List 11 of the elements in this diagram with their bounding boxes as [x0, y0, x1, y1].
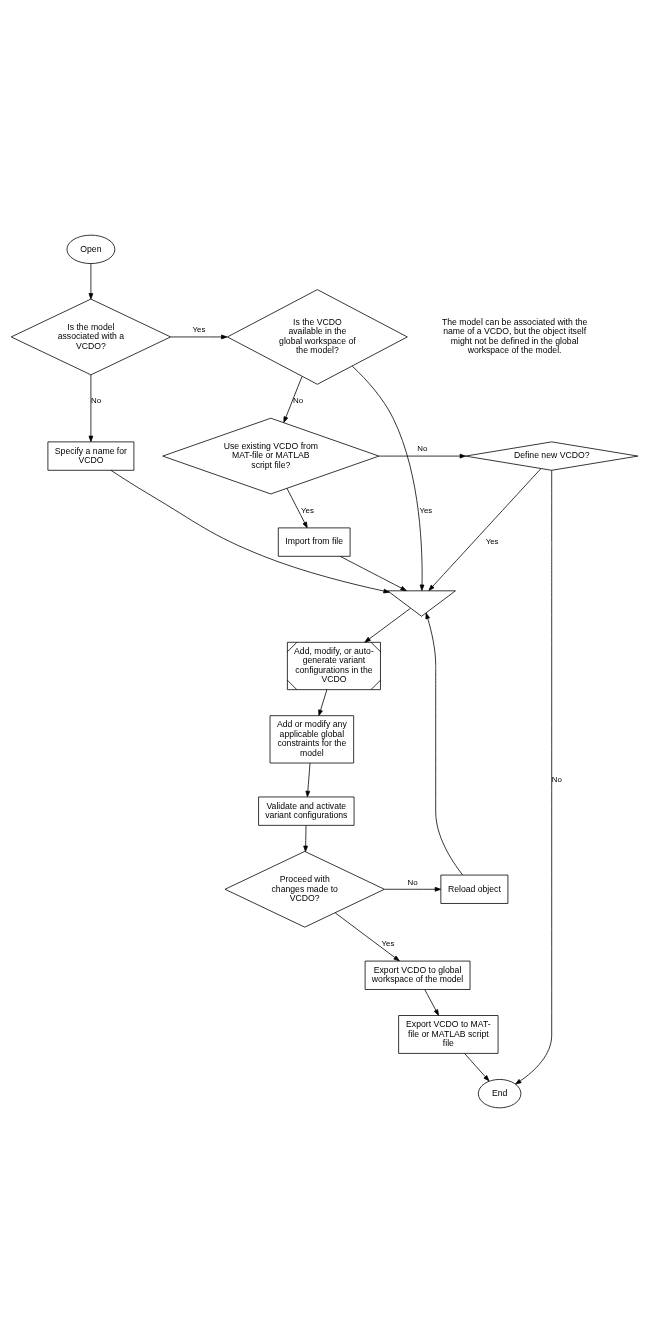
- edge-label: No: [417, 444, 428, 454]
- edge-label: Yes: [485, 537, 499, 547]
- edge-label: No: [292, 396, 304, 406]
- edge-label: Yes: [301, 505, 314, 515]
- edge-label: No: [90, 396, 102, 406]
- edge-label: Yes: [192, 325, 206, 335]
- edge-label: No: [407, 877, 418, 887]
- edge-label: No: [551, 774, 562, 784]
- edge-label: Yes: [381, 939, 395, 949]
- edge-label: Yes: [419, 505, 433, 515]
- label: The model can be associated with the name of a VCDO, but the object itself might not be defined in the global workspace of the model.: [441, 316, 588, 356]
